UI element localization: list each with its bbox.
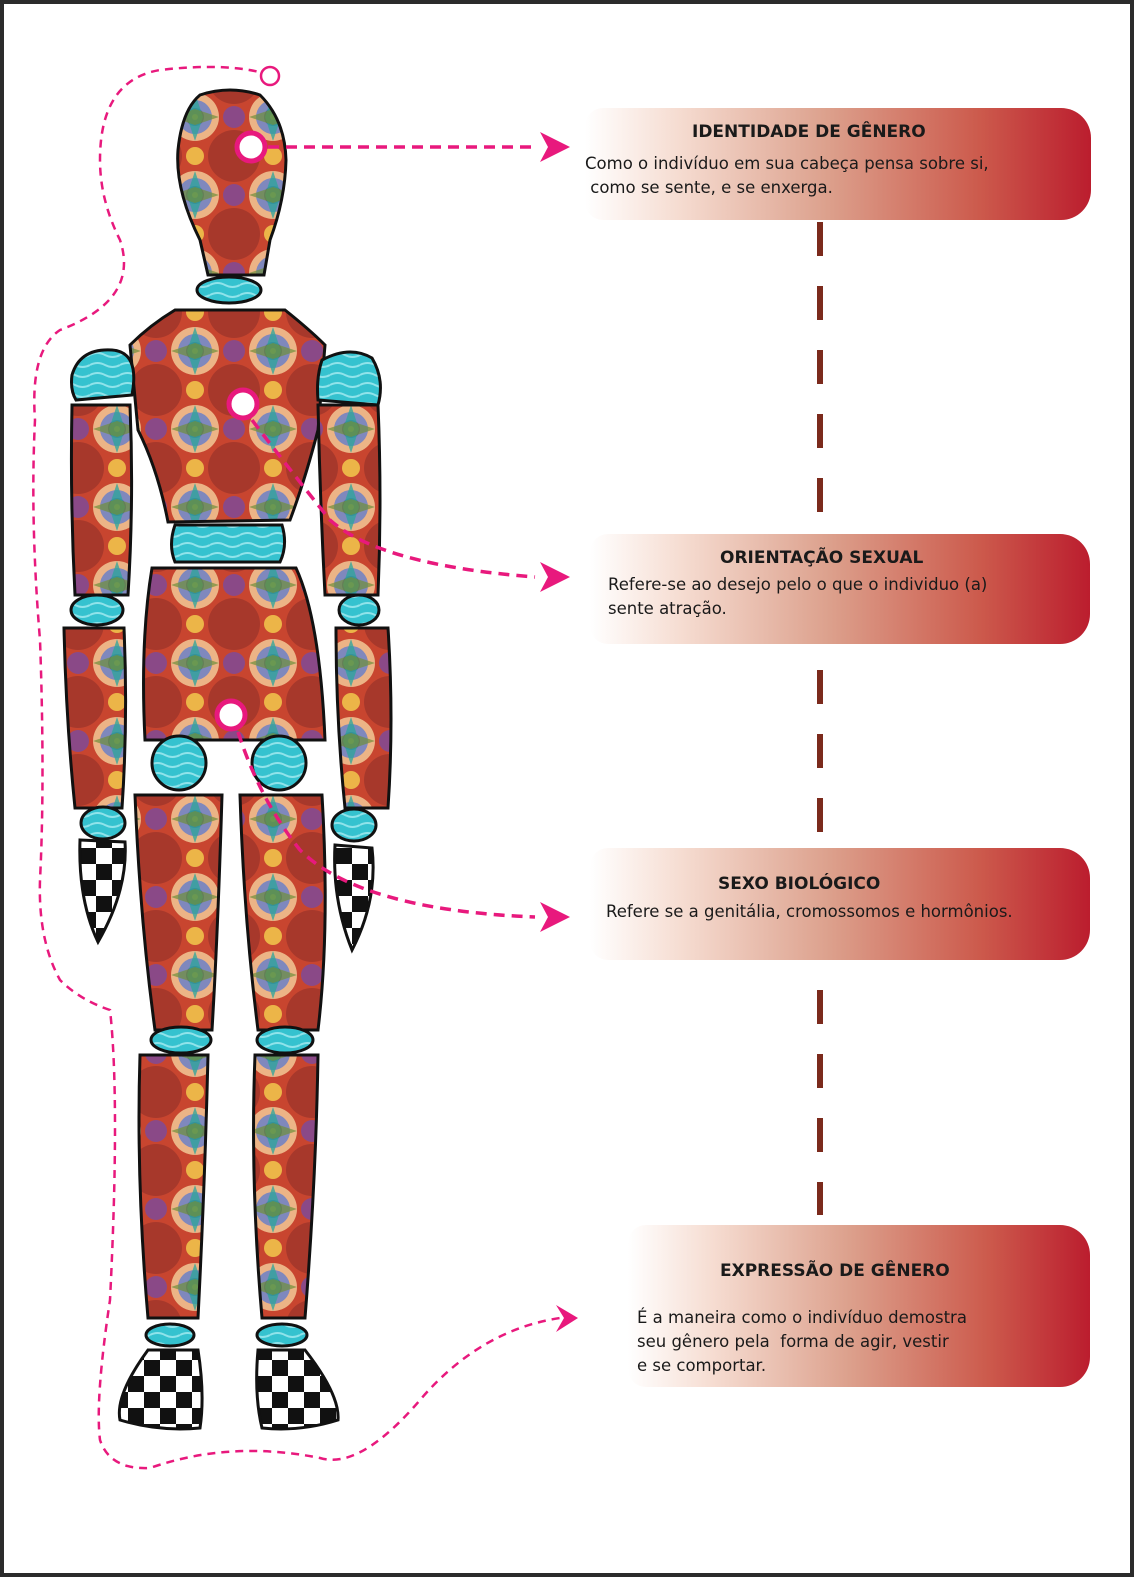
card-orientacao-sexual: ORIENTAÇÃO SEXUAL Refere-se ao desejo pe… <box>590 534 1090 644</box>
card-expressao-line-1: É a maneira como o indivíduo demostra <box>637 1306 967 1330</box>
hip-joint-left <box>152 736 206 790</box>
card-orientacao-line-1: Refere-se ao desejo pelo o que o individ… <box>608 573 987 597</box>
knee-right <box>257 1027 313 1053</box>
wrist-left <box>81 807 125 839</box>
marker-chest <box>229 390 257 418</box>
neck-joint <box>197 277 261 303</box>
ankle-right <box>257 1324 307 1346</box>
card-expressao-de-genero: EXPRESSÃO DE GÊNERO É a maneira como o i… <box>628 1225 1090 1387</box>
ankle-left <box>146 1324 194 1346</box>
waist-joint <box>172 525 285 562</box>
card-orientacao-line-2: sente atração. <box>608 597 987 621</box>
forearm-right <box>336 628 391 808</box>
card-expressao-line-2: seu gênero pela forma de agir, vestir <box>637 1330 967 1354</box>
card-sexo-text: Refere se a genitália, cromossomos e hor… <box>606 900 1013 924</box>
marker-pelvis <box>217 701 245 729</box>
card-orientacao-text: Refere-se ao desejo pelo o que o individ… <box>608 573 987 621</box>
hip-joint-right <box>252 736 306 790</box>
torso <box>130 310 325 522</box>
card-identidade-de-genero: IDENTIDADE DE GÊNERO Como o indivíduo em… <box>585 108 1091 220</box>
card-sexo-line-1: Refere se a genitália, cromossomos e hor… <box>606 900 1013 924</box>
card-sexo-biologico: SEXO BIOLÓGICO Refere se a genitália, cr… <box>590 848 1090 960</box>
shin-left <box>139 1055 208 1318</box>
elbow-right <box>339 595 379 625</box>
knee-left <box>151 1027 211 1053</box>
card-identidade-line-1: Como o indivíduo em sua cabeça pensa sob… <box>585 152 989 176</box>
elbow-left <box>71 595 123 625</box>
forearm-left <box>64 628 126 808</box>
upper-arm-left <box>71 405 131 595</box>
card-expressao-text: É a maneira como o indivíduo demostra se… <box>637 1306 967 1378</box>
card-identidade-line-2: como se sente, e se enxerga. <box>585 176 989 200</box>
card-sexo-title: SEXO BIOLÓGICO <box>718 874 880 894</box>
upper-arm-right <box>318 405 380 595</box>
thigh-right <box>240 795 325 1030</box>
shin-right <box>254 1055 318 1318</box>
card-identidade-text: Como o indivíduo em sua cabeça pensa sob… <box>585 152 989 200</box>
wrist-right <box>332 809 376 841</box>
shoulder-right <box>318 352 381 405</box>
outline-start-circle <box>261 67 279 85</box>
shoulder-left <box>72 350 134 400</box>
card-expressao-line-3: e se comportar. <box>637 1354 967 1378</box>
card-identidade-title: IDENTIDADE DE GÊNERO <box>692 122 926 142</box>
marker-head <box>237 133 265 161</box>
card-orientacao-title: ORIENTAÇÃO SEXUAL <box>720 548 923 568</box>
card-expressao-title: EXPRESSÃO DE GÊNERO <box>720 1261 950 1281</box>
